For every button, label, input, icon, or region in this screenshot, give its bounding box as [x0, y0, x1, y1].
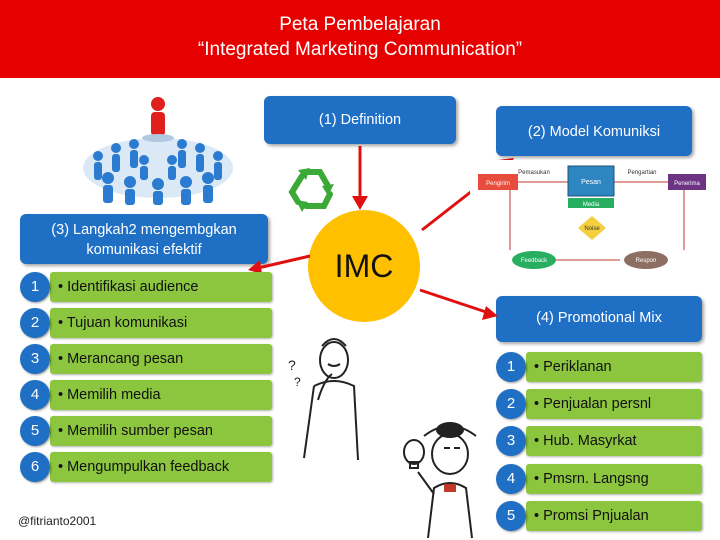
title-line-1: Peta Pembelajaran: [279, 14, 441, 35]
langkah-num-text: 3: [30, 350, 40, 367]
langkah-num-text: 4: [30, 386, 40, 403]
langkah-num-text: 5: [30, 422, 40, 439]
promo-item-text: • Hub. Masyrkat: [534, 433, 637, 449]
langkah-item-text: • Memilih media: [58, 387, 161, 403]
promo-num-text: 4: [506, 470, 516, 487]
langkah-item-4: • Memilih media: [50, 380, 272, 410]
svg-text:?: ?: [294, 375, 301, 389]
promo-item-text: • Pmsrn. Langsng: [534, 471, 649, 487]
communication-model-diagram: Pengirim Pemasukan Pesan Media Pengartia…: [470, 160, 710, 280]
promo-item-text: • Penjualan persnl: [534, 396, 652, 412]
node-feedback: Feedback: [521, 258, 548, 264]
title-banner: Peta Pembelajaran “Integrated Marketing …: [0, 0, 720, 78]
langkah-item-text: • Tujuan komunikasi: [58, 315, 188, 331]
langkah-num-1: 1: [20, 272, 50, 302]
langkah-title: (3) Langkah2 mengembgkan komunikasi efek…: [51, 222, 237, 258]
langkah-num-4: 4: [20, 380, 50, 410]
langkah-item-text: • Mengumpulkan feedback: [58, 459, 230, 475]
langkah-num-text: 6: [30, 458, 40, 475]
model-box: (2) Model Komuniksi: [496, 106, 692, 156]
definition-label: (1) Definition: [318, 112, 402, 128]
node-respon: Respon: [636, 258, 657, 264]
langkah-item-text: • Memilih sumber pesan: [58, 423, 213, 439]
promo-item-1: • Periklanan: [526, 352, 702, 382]
langkah-num-6: 6: [20, 452, 50, 482]
promo-num-3: 3: [496, 426, 526, 456]
node-pengirim: Pengirim: [486, 181, 510, 187]
thinking-person-illustration: ? ?: [288, 338, 359, 461]
promo-item-text: • Periklanan: [534, 359, 612, 375]
promo-item-4: • Pmsrn. Langsng: [526, 464, 702, 494]
promo-num-4: 4: [496, 464, 526, 494]
author-credit: @fitrianto2001: [18, 514, 97, 528]
langkah-num-text: 2: [30, 314, 40, 331]
imc-label: IMC: [334, 248, 394, 284]
node-pesan: Pesan: [581, 179, 601, 186]
definition-arrow: [352, 146, 368, 210]
recycle-icon: [288, 168, 334, 212]
langkah-num-text: 1: [30, 278, 40, 295]
langkah-item-6: • Mengumpulkan feedback: [50, 452, 272, 482]
promo-item-2: • Penjualan persnl: [526, 389, 702, 419]
langkah-item-text: • Identifikasi audience: [58, 279, 199, 295]
promo-arrow: [419, 288, 498, 320]
crowd-illustration: [83, 97, 233, 205]
promo-num-text: 3: [506, 432, 516, 449]
edge-pengartian: Pengartian: [627, 170, 656, 176]
promo-num-1: 1: [496, 352, 526, 382]
promo-item-3: • Hub. Masyrkat: [526, 426, 702, 456]
promo-num-2: 2: [496, 389, 526, 419]
promo-num-text: 1: [506, 358, 516, 375]
node-noise: Noise: [584, 226, 600, 232]
promo-num-5: 5: [496, 501, 526, 531]
inventor-illustration: [403, 422, 477, 538]
langkah-arrow: [248, 254, 311, 274]
langkah-item-3: • Merancang pesan: [50, 344, 272, 374]
langkah-box: (3) Langkah2 mengembgkan komunikasi efek…: [20, 214, 268, 264]
langkah-num-2: 2: [20, 308, 50, 338]
imc-circle: IMC: [308, 210, 420, 322]
langkah-num-5: 5: [20, 416, 50, 446]
langkah-item-2: • Tujuan komunikasi: [50, 308, 272, 338]
langkah-num-3: 3: [20, 344, 50, 374]
promo-num-text: 5: [506, 507, 516, 524]
promo-title: (4) Promotional Mix: [536, 310, 662, 326]
model-label: (2) Model Komuniksi: [527, 124, 661, 140]
langkah-item-text: • Merancang pesan: [58, 351, 184, 367]
definition-box: (1) Definition: [264, 96, 456, 144]
svg-text:?: ?: [288, 357, 296, 373]
promo-num-text: 2: [506, 395, 516, 412]
promo-box: (4) Promotional Mix: [496, 296, 702, 342]
node-media: Media: [583, 202, 600, 208]
title-line-2: “Integrated Marketing Communication”: [197, 39, 523, 60]
node-penerima: Penerima: [674, 181, 700, 187]
langkah-item-5: • Memilih sumber pesan: [50, 416, 272, 446]
promo-item-text: • Promsi Pnjualan: [534, 508, 649, 524]
promo-item-5: • Promsi Pnjualan: [526, 501, 702, 531]
edge-pemasukan: Pemasukan: [518, 170, 550, 176]
langkah-item-1: • Identifikasi audience: [50, 272, 272, 302]
